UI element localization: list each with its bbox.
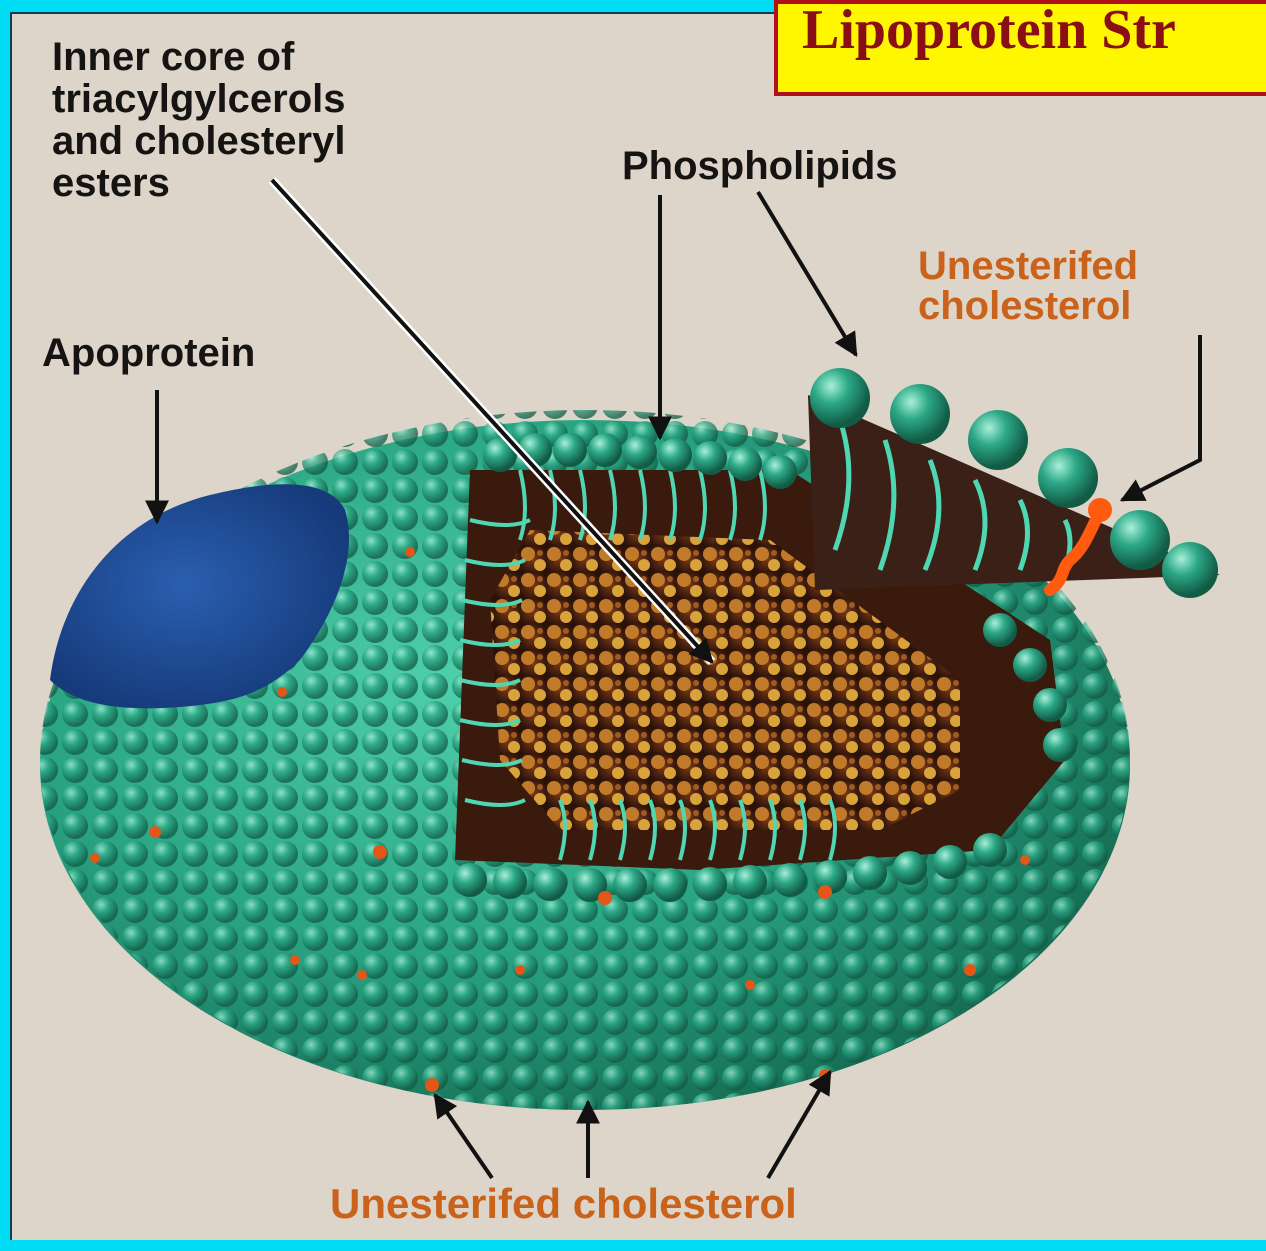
- unesterified-top-arrow: [1122, 335, 1200, 500]
- inner-core-line-4: esters: [52, 162, 346, 204]
- cholesterol-arrow-1: [435, 1095, 492, 1178]
- apoprotein-label: Apoprotein: [42, 333, 255, 373]
- unesterified-cholesterol-top-label: Unesterifed cholesterol: [918, 246, 1138, 326]
- unesterified-top-line-1: Unesterifed: [918, 246, 1138, 286]
- phospholipids-label: Phospholipids: [622, 146, 898, 186]
- title-box: Lipoprotein Str: [774, 0, 1266, 96]
- inner-core-line-1: Inner core of: [52, 36, 346, 78]
- unesterified-top-line-2: cholesterol: [918, 286, 1138, 326]
- phospholipids-arrow-2: [758, 192, 856, 355]
- inner-core-line-2: triacylgylcerols: [52, 78, 346, 120]
- inner-core-line-3: and cholesteryl: [52, 120, 346, 162]
- cholesterol-arrow-3: [768, 1072, 830, 1178]
- unesterified-cholesterol-bottom-label: Unesterifed cholesterol: [330, 1183, 797, 1225]
- inner-core-label: Inner core of triacylgylcerols and chole…: [52, 36, 346, 204]
- slide-title: Lipoprotein Str: [802, 0, 1176, 62]
